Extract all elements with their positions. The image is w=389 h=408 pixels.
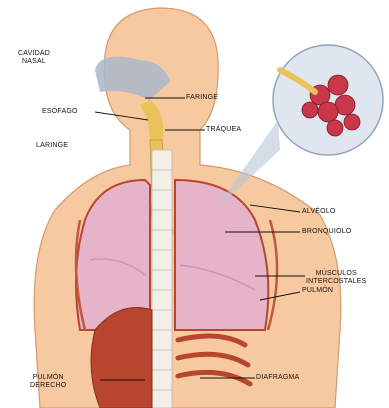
label-esofago: ESÓFAGO bbox=[42, 108, 78, 116]
label-faringe: FARINGE bbox=[186, 94, 218, 102]
label-pulmon: PULMÓN bbox=[302, 287, 333, 295]
label-alveolo: ALVÉOLO bbox=[302, 208, 336, 216]
label-laringe: LARINGE bbox=[36, 142, 68, 150]
label-traquea: TRÁQUEA bbox=[206, 126, 241, 134]
label-diafragma: DIAFRAGMA bbox=[256, 374, 299, 382]
label-cavidad-nasal: CAVIDAD NASAL bbox=[18, 50, 50, 66]
label-pulmon-derecho: PULMÓN DERECHO bbox=[30, 374, 66, 390]
label-bronquiolo: BRONQUIOLO bbox=[302, 228, 351, 236]
label-musculos-intercostales: MÚSCULOS INTERCOSTALES bbox=[306, 270, 366, 286]
spine bbox=[152, 150, 172, 408]
